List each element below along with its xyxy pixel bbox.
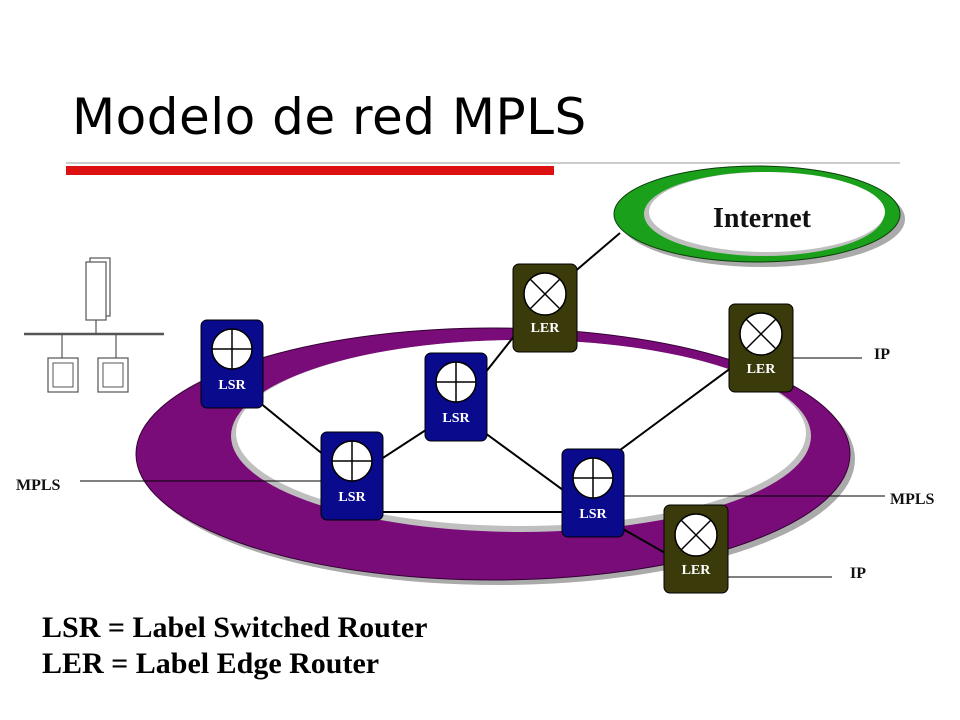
legend: LSR = Label Switched Router LER = Label … xyxy=(42,610,427,682)
lsr-1: LSR xyxy=(200,319,264,409)
internet-cloud: Internet xyxy=(613,165,905,267)
server-tower-icon xyxy=(85,261,107,321)
host-cluster-icon xyxy=(24,257,164,393)
ler-2: LER xyxy=(728,303,794,393)
lsr-3: LSR xyxy=(424,352,488,442)
lsr-4: LSR xyxy=(561,448,625,538)
title-underline xyxy=(66,162,900,175)
lsr-2: LSR xyxy=(320,431,384,521)
node-label: LER xyxy=(531,321,561,336)
node-label: LER xyxy=(747,362,777,377)
page-title: Modelo de red MPLS xyxy=(72,88,587,146)
node-label: LER xyxy=(682,563,712,578)
node-label: LSR xyxy=(338,490,366,505)
internet-label: Internet xyxy=(713,203,812,234)
ler-1: LER xyxy=(512,263,578,353)
mpls-left-label: MPLS xyxy=(16,477,61,494)
title-accent-bar xyxy=(66,166,554,175)
legend-ler: LER = Label Edge Router xyxy=(42,647,380,680)
node-label: LSR xyxy=(442,411,470,426)
mpls-right-label: MPLS xyxy=(890,491,935,508)
legend-lsr: LSR = Label Switched Router xyxy=(42,611,428,644)
node-label: LSR xyxy=(579,507,607,522)
node-label: LSR xyxy=(218,378,246,393)
ip-bottom-label: IP xyxy=(850,565,866,582)
ler-3: LER xyxy=(663,504,729,594)
ip-top-label: IP xyxy=(874,346,890,363)
